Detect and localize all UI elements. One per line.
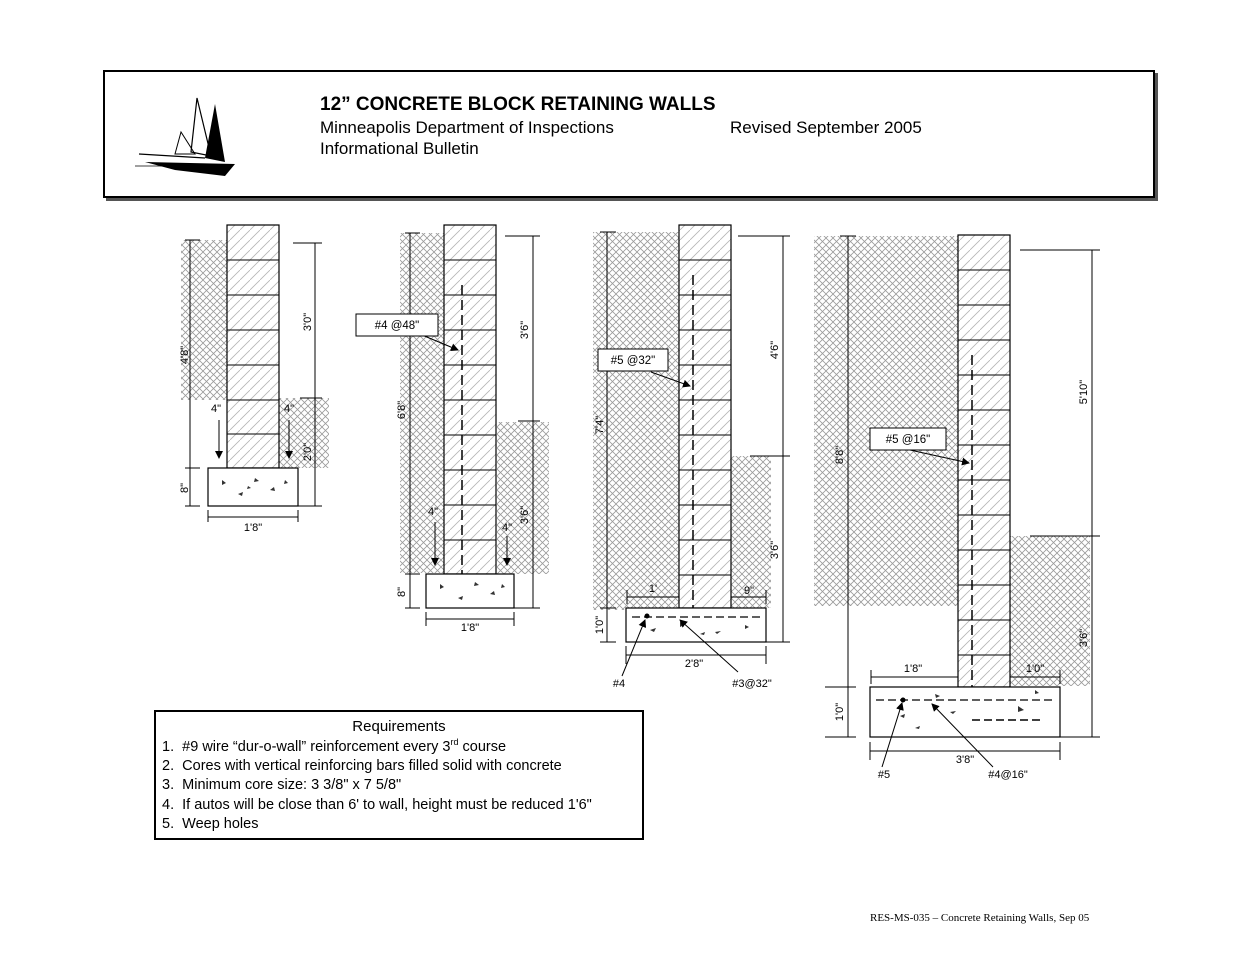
rebar-callout — [355, 313, 439, 337]
requirements-box: Requirements 1. #9 wire “dur-o-wall” rei… — [154, 710, 644, 840]
rebar-label: #5 @32" — [611, 355, 656, 367]
department-name: Minneapolis Department of Inspections — [320, 118, 614, 137]
soil-fill — [814, 236, 958, 606]
wall-4: #5 @16" 8'8" 5'10" 3'6" 1'0" 3'8" 1'8" 1… — [814, 234, 1100, 781]
dim-upper: 3'0" — [302, 313, 314, 331]
dim-footing-thickness: 8" — [396, 587, 408, 597]
footer-doc-id: RES-MS-035 – Concrete Retaining Walls, S… — [870, 912, 1090, 924]
revision-date: Revised September 2005 — [730, 118, 922, 137]
dim-footing-thickness: 1'0" — [834, 703, 846, 721]
wall-2: #4 @48" 6'8" 3'6" 3'6" 8" 1'8" 4" 4" — [355, 224, 549, 634]
footing — [207, 467, 299, 507]
dim-heel: 1' — [649, 583, 657, 595]
dim-lower: 3'6" — [769, 541, 781, 559]
bar-bottom-label: #4 — [613, 678, 625, 690]
wall-1: 4'8" 3'0" 2'0" 8" 1'8" 4" 4" — [179, 224, 329, 534]
block-wall — [678, 224, 732, 609]
dim-footing-thickness: 8" — [179, 483, 191, 493]
dim-total-height: 8'8" — [834, 446, 846, 464]
dim-lower: 2'0" — [302, 443, 314, 461]
dim-toe: 9" — [744, 585, 754, 597]
footing — [425, 573, 515, 609]
dim-right-offset: 4" — [502, 522, 512, 534]
dim-left-offset: 4" — [211, 403, 221, 415]
dim-toe: 1'0" — [1026, 663, 1044, 675]
dim-total-height: 6'8" — [396, 401, 408, 419]
dim-footing-thickness: 1'0" — [594, 616, 606, 634]
block-wall — [226, 224, 280, 469]
dim-lower: 3'6" — [1078, 629, 1090, 647]
bar-footing-label: #3@32" — [732, 678, 772, 690]
dim-footing-width: 2'8" — [685, 658, 703, 670]
rebar-callout — [597, 348, 669, 372]
soil-fill — [400, 233, 444, 573]
rebar-label: #5 @16" — [886, 434, 931, 446]
requirements-title: Requirements — [352, 718, 446, 735]
dim-total-height: 4'8" — [179, 346, 191, 364]
dim-upper: 5'10" — [1078, 380, 1090, 404]
bar-footing-label: #4@16" — [988, 769, 1028, 781]
dim-footing-width: 3'8" — [956, 754, 974, 766]
dim-heel: 1'8" — [904, 663, 922, 675]
soil-fill — [181, 240, 227, 400]
requirements-list: 1. #9 wire “dur-o-wall” reinforcement ev… — [162, 738, 592, 834]
footing — [869, 686, 1061, 738]
wall-3: #5 @32" 7'4" 4'6" 3'6" 1'0" 2'8" 1' 9" #… — [593, 224, 790, 690]
dim-footing-width: 1'8" — [244, 522, 262, 534]
list-item: 4. If autos will be close than 6' to wal… — [162, 796, 592, 813]
list-item: 2. Cores with vertical reinforcing bars … — [162, 758, 562, 775]
minneapolis-sail-logo-icon — [135, 97, 235, 176]
list-item: 5. Weep holes — [162, 815, 259, 832]
soil-fill — [731, 456, 771, 608]
list-item: 3. Minimum core size: 3 3/8" x 7 5/8" — [162, 777, 402, 794]
page-title: 12” CONCRETE BLOCK RETAINING WALLS — [320, 94, 716, 115]
soil-fill — [1010, 536, 1090, 686]
list-item: 1. #9 wire “dur-o-wall” reinforcement ev… — [162, 737, 507, 755]
soil-fill — [497, 422, 549, 574]
dim-total-height: 7'4" — [594, 416, 606, 434]
bar-bottom-label: #5 — [878, 769, 890, 781]
dim-footing-width: 1'8" — [461, 622, 479, 634]
rebar-label: #4 @48" — [375, 320, 420, 332]
rebar-callout — [869, 427, 947, 451]
footing — [625, 607, 767, 643]
dim-upper: 3'6" — [519, 321, 531, 339]
block-wall — [957, 234, 1011, 688]
dim-left-offset: 4" — [428, 506, 438, 518]
dim-upper: 4'6" — [769, 341, 781, 359]
bulletin-type: Informational Bulletin — [320, 139, 479, 158]
dim-right-offset: 4" — [284, 403, 294, 415]
header-box: 12” CONCRETE BLOCK RETAINING WALLS Minne… — [103, 70, 1155, 198]
dim-lower: 3'6" — [519, 506, 531, 524]
